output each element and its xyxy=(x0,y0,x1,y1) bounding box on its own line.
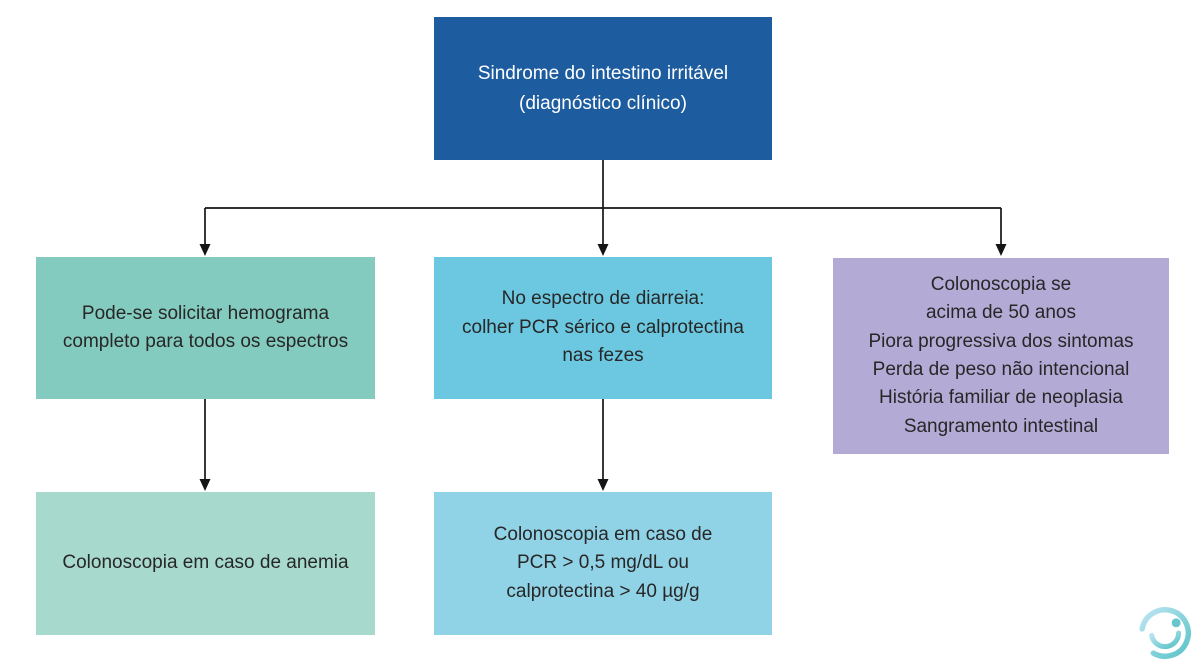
smile-circle-logo-icon xyxy=(1139,607,1191,659)
node-hemograma-text: Pode-se solicitar hemograma completo par… xyxy=(62,302,349,353)
arrowhead-anemia xyxy=(199,479,211,491)
node-ibs-diagnosis-text: Sindrome do intestino irritável (diagnós… xyxy=(477,62,729,114)
logo-outer-arc xyxy=(1139,607,1191,659)
node-colonoscopia-criterios-text: Colonoscopia se acima de 50 anos Piora p… xyxy=(868,273,1134,437)
arrowhead-left xyxy=(199,244,211,256)
node-diarreia-text: No espectro de diarreia: colher PCR séri… xyxy=(462,288,744,367)
node-diarreia: No espectro de diarreia: colher PCR séri… xyxy=(434,257,772,399)
node-colonoscopia-pcr-text: Colonoscopia em caso de PCR > 0,5 mg/dL … xyxy=(493,523,713,602)
node-colonoscopia-pcr: Colonoscopia em caso de PCR > 0,5 mg/dL … xyxy=(434,492,772,635)
arrowhead-right xyxy=(995,244,1007,256)
node-colonoscopia-anemia: Colonoscopia em caso de anemia xyxy=(36,492,375,635)
node-colonoscopia-criterios: Colonoscopia se acima de 50 anos Piora p… xyxy=(833,258,1169,454)
node-colonoscopia-anemia-text: Colonoscopia em caso de anemia xyxy=(62,552,349,574)
arrowhead-center xyxy=(597,244,609,256)
logo-dot xyxy=(1171,618,1181,628)
node-hemograma: Pode-se solicitar hemograma completo par… xyxy=(36,257,375,399)
logo-smile-arc xyxy=(1149,630,1182,650)
arrowhead-pcr xyxy=(597,479,609,491)
node-ibs-diagnosis: Sindrome do intestino irritável (diagnós… xyxy=(434,17,772,160)
